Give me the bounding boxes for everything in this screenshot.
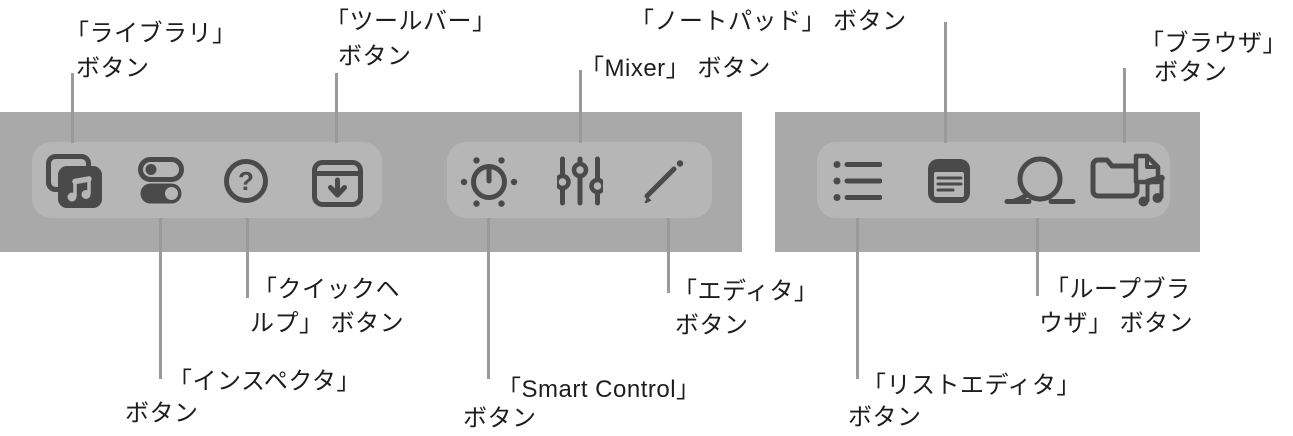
callout-line-editor	[667, 218, 670, 293]
question-mark-icon: ?	[224, 159, 268, 203]
label-editor-line2: ボタン	[675, 312, 749, 339]
editor-button[interactable]	[633, 151, 693, 211]
library-icon	[46, 154, 102, 208]
mixer-button[interactable]	[550, 149, 610, 213]
label-notepad: 「ノートパッド」 ボタン	[630, 8, 907, 35]
label-inspector-line1: 「インスペクタ」	[168, 368, 361, 395]
label-list-editor-line2: ボタン	[848, 404, 922, 431]
label-smart-control-line2: ボタン	[463, 405, 537, 432]
callout-line-loop-browser	[1036, 218, 1039, 296]
bulleted-list-icon	[833, 161, 882, 201]
label-quick-help-line1: 「クイックヘ	[253, 276, 400, 303]
list-editor-button[interactable]	[826, 152, 889, 210]
callout-line-inspector	[159, 218, 162, 379]
callout-line-library	[71, 73, 74, 143]
callout-line-toolbar	[335, 73, 338, 143]
quick-help-button[interactable]: ?	[217, 152, 275, 210]
label-toolbar-line1: 「ツールバー」	[325, 8, 497, 35]
callout-line-list-editor	[856, 218, 859, 379]
label-browser-line1: 「ブラウザ」	[1140, 30, 1287, 57]
callout-line-browser	[1123, 68, 1126, 143]
faders-icon	[557, 156, 603, 206]
callout-line-smart-control	[487, 218, 490, 379]
callout-line-mixer	[579, 70, 582, 143]
label-list-editor-line1: 「リストエディタ」	[862, 372, 1081, 399]
toolbar-button[interactable]	[305, 153, 370, 214]
label-smart-control-line1: 「Smart Control」	[497, 376, 701, 403]
smart-control-button[interactable]	[453, 146, 525, 216]
label-inspector-line2: ボタン	[125, 400, 199, 427]
notepad-icon	[928, 159, 970, 203]
callout-line-quick-help	[246, 218, 249, 298]
pencil-icon	[644, 160, 684, 203]
media-browser-icon	[1090, 153, 1165, 207]
loop-icon	[1004, 156, 1076, 204]
label-library-line2: ボタン	[76, 55, 150, 82]
label-mixer: 「Mixer」 ボタン	[580, 55, 771, 82]
inspector-icon	[138, 157, 184, 204]
svg-text:?: ?	[238, 166, 254, 196]
label-quick-help-line2: ルプ」 ボタン	[250, 310, 405, 337]
knob-dial-icon	[460, 157, 518, 207]
inspector-button[interactable]	[131, 150, 191, 212]
label-library-line1: 「ライブラリ」	[65, 20, 237, 47]
window-arrow-down-icon	[312, 160, 363, 207]
label-editor-line1: 「エディタ」	[673, 278, 819, 305]
loop-browser-button[interactable]	[996, 148, 1082, 210]
label-loop-browser-line1: 「ループブラ	[1045, 276, 1191, 303]
notepad-button[interactable]	[921, 152, 977, 210]
library-button[interactable]	[40, 148, 110, 214]
label-loop-browser-line2: ウザ」 ボタン	[1039, 310, 1194, 337]
label-browser-line2: ボタン	[1154, 59, 1228, 86]
label-toolbar-line2: ボタン	[338, 43, 412, 70]
browser-button[interactable]	[1083, 146, 1173, 216]
callout-line-notepad	[944, 22, 947, 143]
